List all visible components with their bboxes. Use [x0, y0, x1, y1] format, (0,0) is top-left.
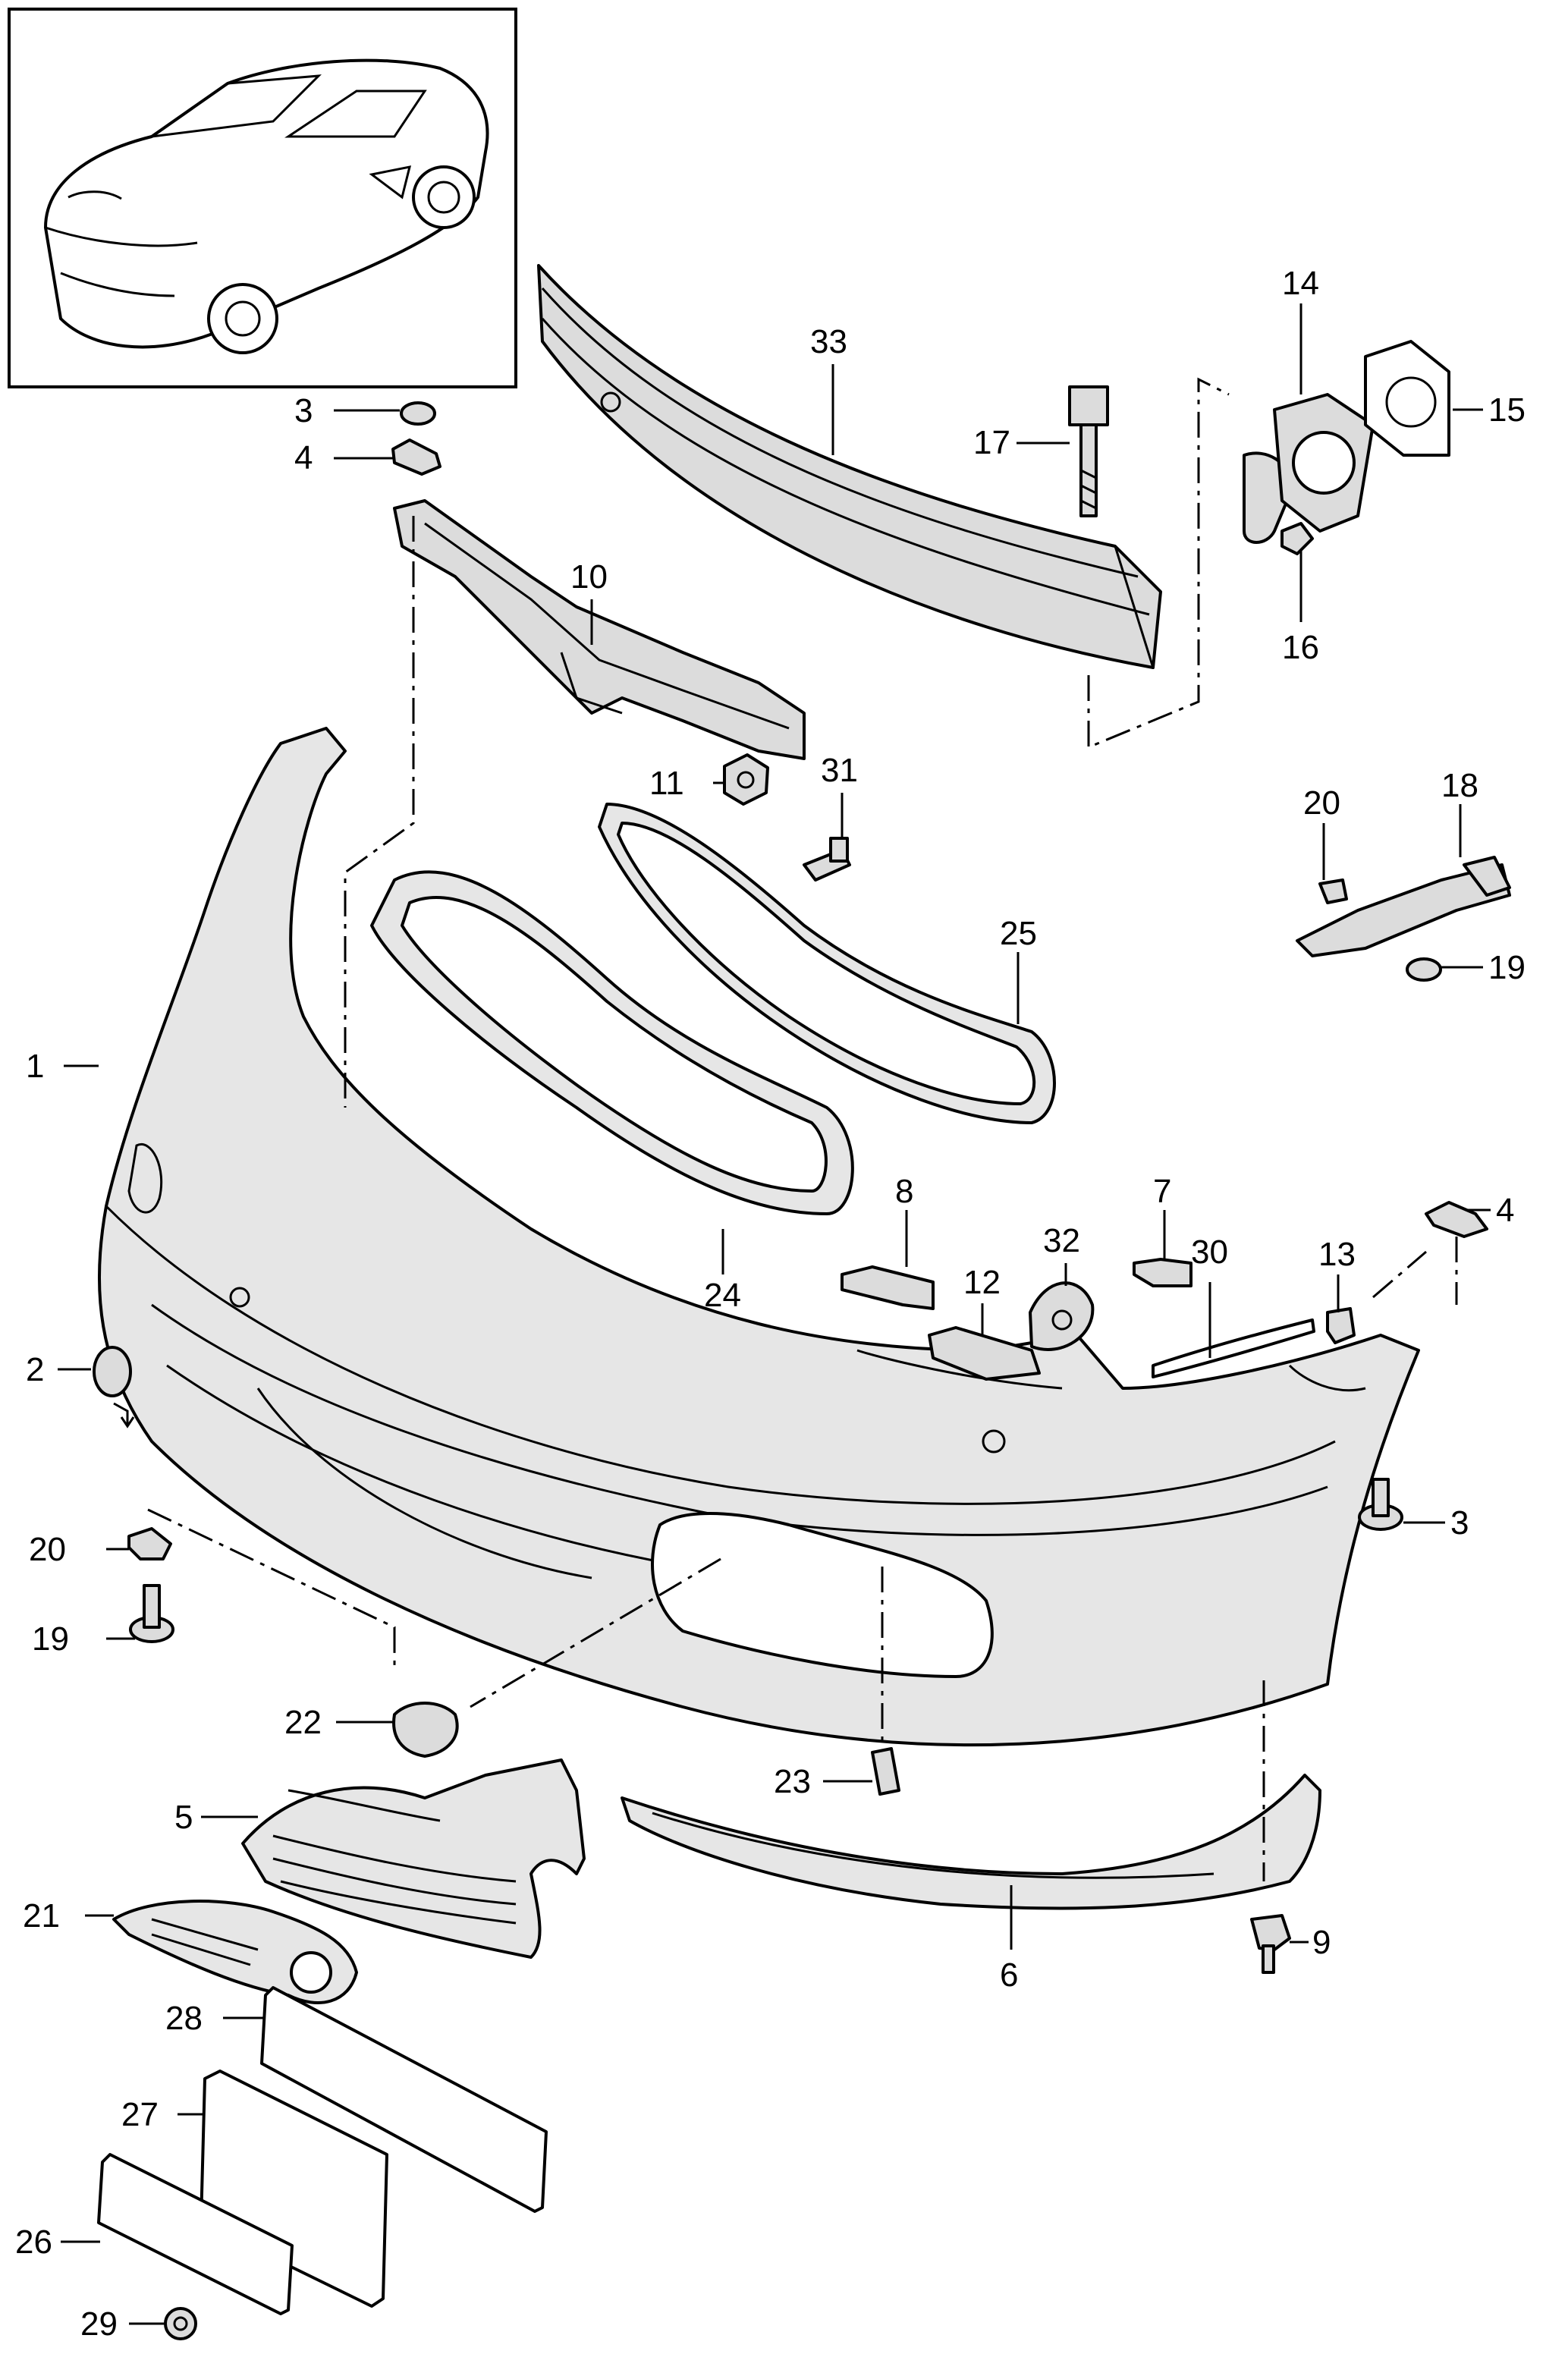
callout-25: 25 [1000, 915, 1037, 952]
callout-7: 7 [1153, 1173, 1171, 1210]
side-bracket [1296, 856, 1511, 982]
callout-28: 28 [165, 2000, 203, 2037]
callout-15: 15 [1488, 391, 1526, 429]
callout-30: 30 [1191, 1234, 1228, 1271]
callout-13: 13 [1318, 1236, 1356, 1273]
callout-5: 5 [174, 1799, 193, 1836]
push-clip-9 [1250, 1914, 1291, 1974]
reference-lines [147, 377, 1458, 1881]
callout-26: 26 [15, 2224, 52, 2261]
top-screw-and-clip [391, 401, 441, 476]
lower-grille [241, 1758, 586, 1959]
callout-23: 23 [774, 1763, 811, 1800]
callout-4: 4 [294, 439, 313, 476]
callout-24: 24 [704, 1277, 741, 1314]
license-plate-28 [260, 1986, 548, 2213]
grille-frame-outer [370, 870, 854, 1215]
callout-17: 17 [973, 424, 1010, 461]
mounting-bracket [1243, 340, 1450, 555]
callout-9: 9 [1312, 1924, 1331, 1961]
push-clip [803, 837, 851, 882]
callout-14: 14 [1282, 265, 1319, 302]
callout-31: 31 [821, 752, 858, 789]
callout-27: 27 [121, 2096, 159, 2133]
clip-23 [871, 1747, 900, 1796]
grille-frame-inner [598, 803, 1056, 1124]
spoiler-lip [621, 1774, 1321, 1910]
bumper-beam [537, 264, 1162, 669]
callout-3: 3 [294, 392, 313, 429]
license-plate-26 [97, 2153, 294, 2315]
long-bolt [1068, 385, 1109, 517]
callout-22: 22 [284, 1704, 322, 1741]
callout-19: 19 [32, 1620, 69, 1658]
callout-12: 12 [963, 1264, 1001, 1301]
callout-21: 21 [23, 1897, 60, 1934]
callout-4: 4 [1496, 1192, 1514, 1229]
left-clip-and-screw [127, 1527, 174, 1643]
center-bracket [393, 499, 806, 760]
callout-20: 20 [1303, 784, 1340, 822]
callout-11: 11 [649, 765, 684, 802]
bumper-cover [97, 727, 1420, 1747]
callout-16: 16 [1282, 629, 1319, 666]
hex-nut [723, 753, 769, 806]
callout-33: 33 [810, 323, 847, 360]
callout-18: 18 [1441, 767, 1478, 804]
callout-6: 6 [1000, 1956, 1018, 1994]
screw-29 [164, 2307, 197, 2340]
fog-light-cover [112, 1900, 358, 2004]
callout-20: 20 [29, 1531, 66, 1568]
callout-29: 29 [80, 2305, 118, 2343]
callout-19: 19 [1488, 949, 1526, 986]
callout-32: 32 [1043, 1222, 1080, 1259]
right-screw [1358, 1478, 1403, 1531]
callout-8: 8 [895, 1173, 913, 1210]
small-fasteners [841, 1201, 1488, 1381]
callout-3: 3 [1450, 1504, 1469, 1542]
vehicle-inset [8, 8, 517, 388]
leader-lines [58, 303, 1491, 2325]
car-illustration [44, 58, 489, 354]
callout-2: 2 [26, 1351, 44, 1388]
callout-labels: 1 2 3 3 4 4 5 6 7 8 9 10 11 12 13 14 15 … [15, 265, 1526, 2343]
callout-10: 10 [570, 558, 608, 596]
grommet-22 [392, 1702, 459, 1758]
callout-1: 1 [26, 1048, 44, 1085]
tow-eye-cap [93, 1346, 135, 1428]
